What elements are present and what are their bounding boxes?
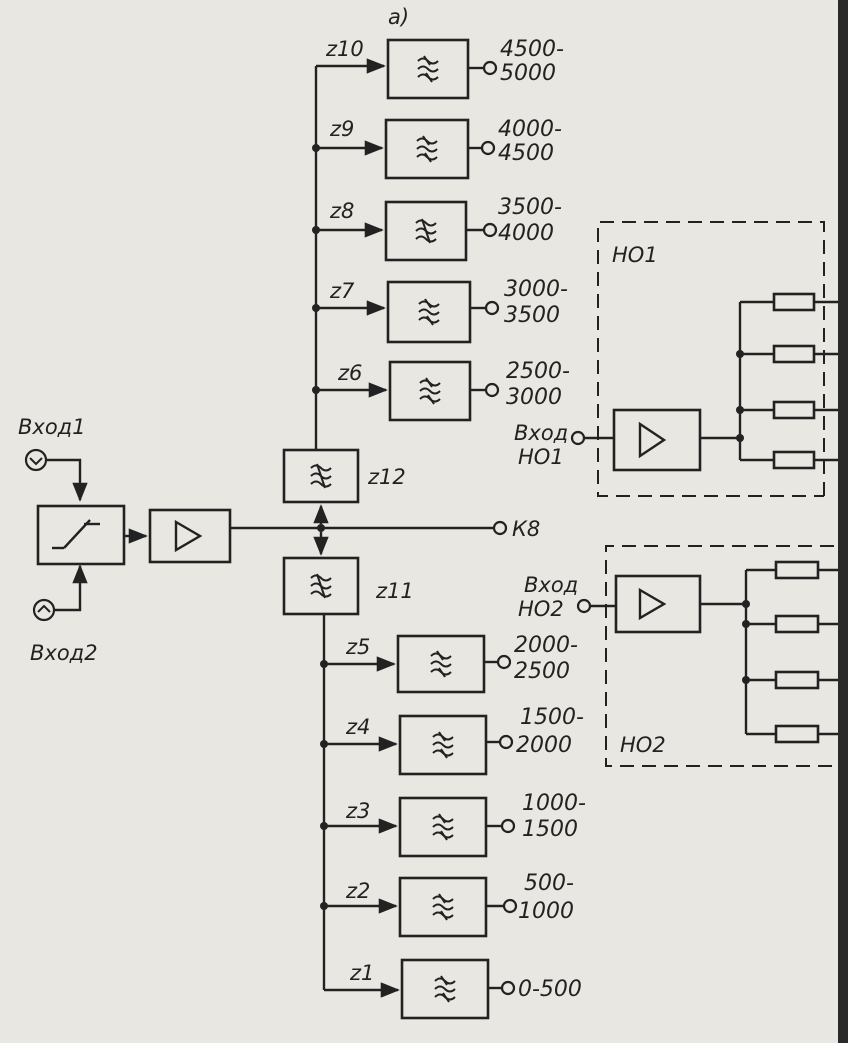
filter-z12 [282,448,360,504]
z2-range-top: 500- [524,871,574,896]
z3-range-bottom: 1500 [522,817,578,842]
input-1-terminal [24,448,48,472]
z8-label: z8 [329,199,354,223]
z6-range-top: 2500- [506,359,570,384]
z10-range-top: 4500- [500,37,564,62]
k8-label: К8 [512,517,540,541]
z7-range-bottom: 3500 [504,303,560,328]
filter-z5 [320,634,512,694]
z1-label: z1 [349,961,374,985]
z4-label: z4 [345,715,370,739]
filter-z12-label: z12 [367,465,406,489]
z3-label: z3 [345,799,370,823]
input-switch [36,504,126,566]
filter-z10 [316,38,498,100]
figure-label: а) [388,5,409,29]
z8-range-bottom: 4000 [498,221,554,246]
filter-bank-lower: z5 2000- 2500 z4 1500- 2000 z3 1000- 150… [320,633,586,1020]
filter-z4 [320,714,514,776]
input-2-label: Вход2 [30,641,98,665]
no2-input-label-2: НО2 [518,597,564,621]
filter-z9 [312,118,496,180]
z5-range-top: 2000- [514,633,578,658]
z7-range-top: 3000- [504,277,568,302]
no1-block: НО1 Вход НО1 [514,221,848,497]
no2-block: НО2 Вход НО2 [518,545,848,767]
filter-z2 [320,876,518,938]
z4-range-top: 1500- [520,705,584,730]
filter-bank-upper: z10 4500- 5000 z9 4000- 4500 z8 3500- 40… [312,37,570,422]
input-2-terminal [32,598,56,622]
filter-z6 [312,360,500,422]
z9-range-top: 4000- [498,117,562,142]
z6-label: z6 [337,361,362,385]
filter-z3 [320,796,516,858]
filter-z11 [282,556,360,616]
no2-resistors [746,560,848,744]
page-edge-shadow [838,0,848,1043]
z1-range: 0-500 [518,977,582,1002]
z9-range-bottom: 4500 [498,141,554,166]
z2-range-bottom: 1000 [518,899,574,924]
no1-title: НО1 [612,243,658,267]
main-amplifier [148,508,232,564]
no1-input-label-2: НО1 [518,445,564,469]
z7-label: z7 [329,279,355,303]
z5-range-bottom: 2500 [514,659,570,684]
z3-range-top: 1000- [522,791,586,816]
z6-range-bottom: 3000 [506,385,562,410]
z5-label: z5 [345,635,370,659]
z9-label: z9 [329,117,354,141]
z2-label: z2 [345,879,370,903]
input-1-label: Вход1 [18,415,86,439]
filter-z1 [324,958,516,1020]
no1-input-label-1: Вход [514,421,568,445]
z8-range-top: 3500- [498,195,562,220]
no2-input-label-1: Вход [524,573,578,597]
filter-z8 [312,200,498,262]
z4-range-bottom: 2000 [516,733,572,758]
z10-range-bottom: 5000 [500,61,556,86]
no1-resistors [740,292,848,470]
no2-title: НО2 [620,733,666,757]
filter-z7 [312,280,500,344]
filter-z11-label: z11 [375,579,414,603]
z10-label: z10 [325,37,364,61]
